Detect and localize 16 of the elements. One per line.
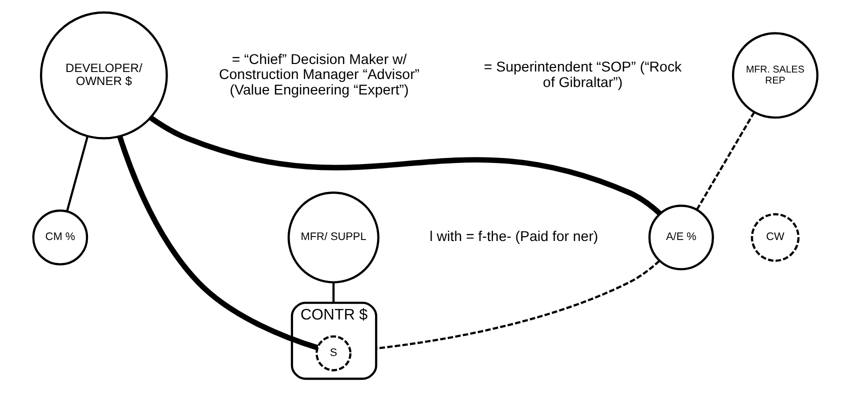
connector bbox=[696, 112, 756, 210]
connector bbox=[332, 282, 335, 303]
node-circle: MFR/ SUPPL bbox=[288, 192, 380, 284]
node-circle: DEVELOPER/ OWNER $ bbox=[40, 11, 168, 140]
connector bbox=[149, 115, 662, 216]
label: l with = f-the- (Paid for ner) bbox=[430, 229, 598, 246]
connector bbox=[66, 136, 89, 212]
node-circle: S bbox=[316, 335, 352, 372]
node-circle: CM % bbox=[32, 210, 88, 266]
connector bbox=[117, 136, 318, 350]
node-circle: CW bbox=[750, 213, 800, 262]
label: = “Chief” Decision Maker w/ Construction Manager “Advisor” (Value Engineering “Expert”) bbox=[219, 52, 420, 98]
label: = Superintendent “SOP” (“Rock of Gibraltar”) bbox=[484, 59, 682, 91]
node-circle: MFR. SALES REP bbox=[732, 32, 818, 119]
connector bbox=[376, 260, 660, 350]
node-circle: A/E % bbox=[648, 204, 714, 270]
